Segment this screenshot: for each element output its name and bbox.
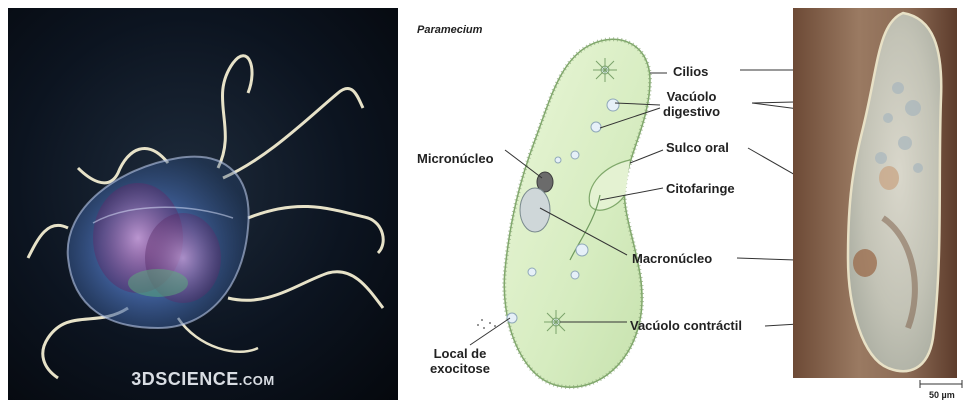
label-vacuolo-digestivo: Vacúolo digestivo	[663, 89, 720, 119]
label-vacuolo-digestivo-line1: Vacúolo	[663, 89, 720, 104]
label-sulco-oral: Sulco oral	[666, 140, 729, 155]
exocytosis-dots	[477, 319, 496, 329]
scale-bar-label: 50 µm	[929, 390, 955, 400]
label-exocitose-line1: Local de	[430, 346, 490, 361]
label-micronucleo: Micronúcleo	[417, 151, 494, 166]
scale-bar	[920, 380, 962, 388]
label-vacuolo-digestivo-line2: digestivo	[663, 104, 720, 119]
label-cilios: Cilios	[673, 64, 708, 79]
label-citofaringe: Citofaringe	[666, 181, 735, 196]
label-exocitose-line2: exocitose	[430, 361, 490, 376]
macronucleus	[520, 188, 550, 232]
label-vacuolo-contractil: Vacúolo contráctil	[630, 318, 742, 333]
label-macronucleo: Macronúcleo	[632, 251, 712, 266]
label-local-de-exocitose: Local de exocitose	[430, 346, 490, 376]
contractile-vacuole-top	[593, 58, 617, 82]
micrograph-image	[793, 8, 957, 378]
paramecium-micrograph	[793, 8, 957, 378]
